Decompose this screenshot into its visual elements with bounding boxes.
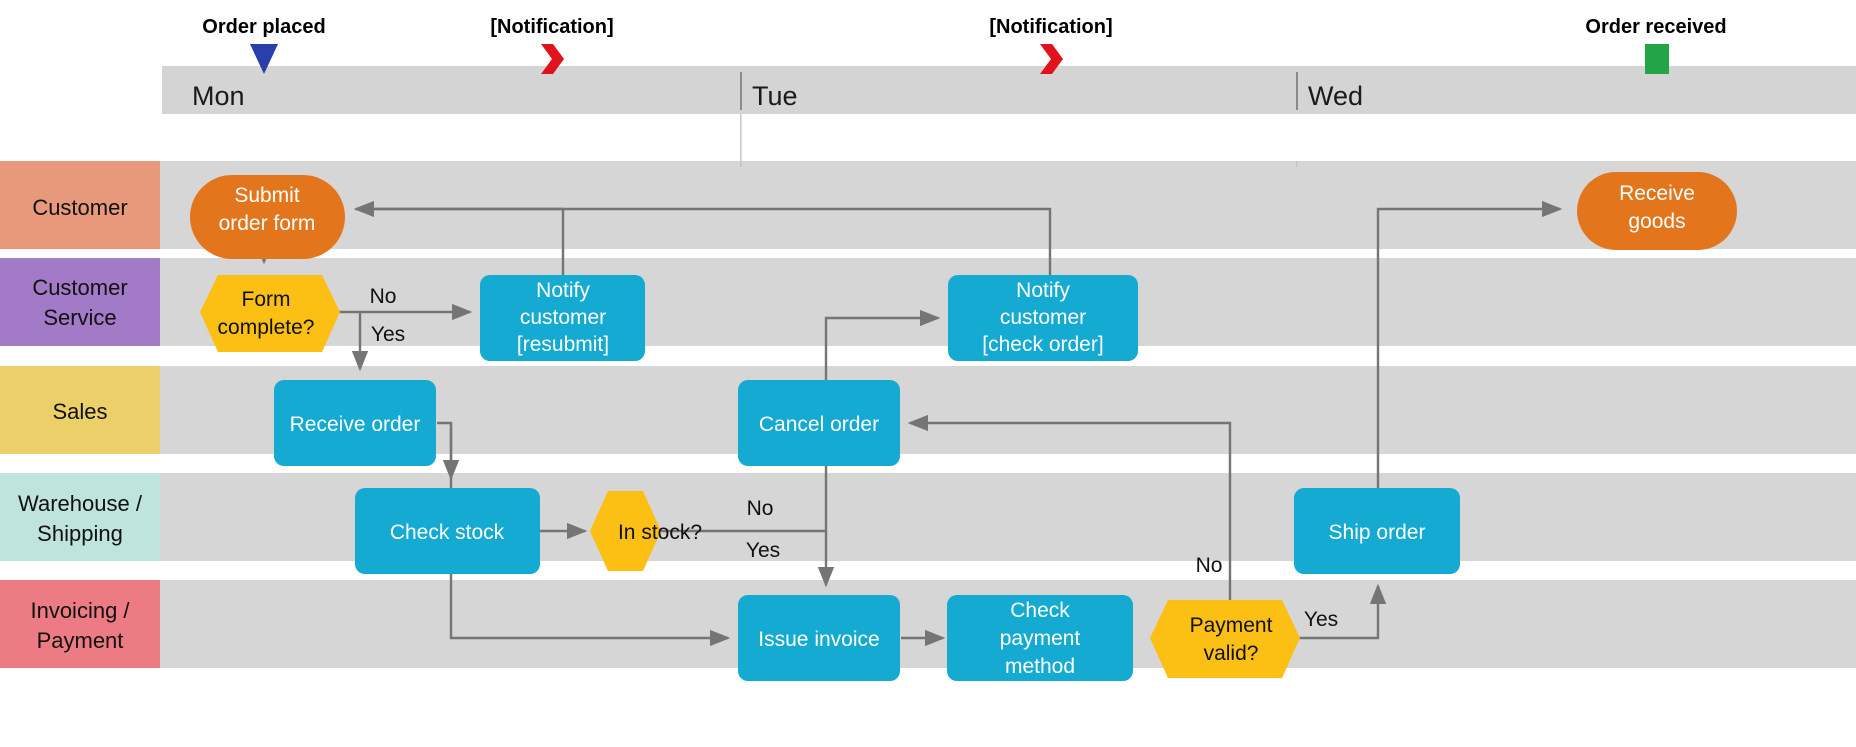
lane-label-warehouse-l1: Warehouse / [18, 491, 143, 516]
node-label-notify-check-order-l3: [check order] [982, 333, 1103, 356]
node-label-form-complete-l2: complete? [218, 316, 315, 339]
node-label-check-payment-l2: payment [1000, 627, 1081, 650]
milestone-label-notification-1: [Notification] [490, 16, 613, 38]
square-marker-icon [1645, 44, 1669, 74]
node-label-submit-order-form-l2: order form [219, 212, 316, 235]
node-label-check-payment-l3: method [1005, 655, 1075, 678]
lane-band-warehouse [0, 473, 1856, 561]
node-cancel-order[interactable]: Cancel order [738, 380, 900, 466]
milestone-notification-2: [Notification] [989, 16, 1113, 74]
lane-header-warehouse [0, 473, 160, 561]
day-guide-tue [740, 161, 742, 167]
edge-check-order-to-submit [356, 207, 1052, 275]
lane-headers: Customer Customer Service Sales Warehous… [0, 161, 160, 668]
node-shape-cancel-order[interactable] [738, 380, 900, 466]
edge-label-payment-valid-yes: Yes [1304, 608, 1338, 631]
lane-label-warehouse-l2: Shipping [37, 521, 123, 546]
timeline-header: Mon Tue Wed [162, 66, 1856, 164]
node-check-stock[interactable]: Check stock [355, 488, 540, 574]
node-label-payment-valid-l1: Payment [1190, 614, 1273, 637]
day-guide-wed [1296, 161, 1298, 167]
node-label-receive-goods-l2: goods [1628, 210, 1685, 233]
edge-label-form-complete-no: No [370, 285, 397, 308]
lane-band-invoicing [0, 580, 1856, 668]
node-label-receive-order: Receive order [290, 413, 421, 436]
node-label-notify-check-order-l1: Notify [1016, 279, 1070, 302]
node-receive-order[interactable]: Receive order [274, 380, 436, 466]
milestone-label-order-placed: Order placed [202, 16, 325, 38]
milestone-order-placed: Order placed [202, 16, 326, 74]
lane-label-customer: Customer [32, 195, 127, 220]
milestone-label-order-received: Order received [1585, 16, 1726, 38]
node-notify-check-order[interactable]: Notify customer [check order] [948, 275, 1138, 361]
node-payment-valid[interactable]: Payment valid? [1150, 600, 1300, 678]
node-label-notify-resubmit-l1: Notify [536, 279, 590, 302]
node-notify-resubmit[interactable]: Notify customer [resubmit] [480, 275, 645, 361]
node-label-check-payment-l1: Check [1010, 599, 1070, 622]
lane-label-invoicing-l2: Payment [37, 628, 124, 653]
edge-label-form-complete-yes: Yes [371, 323, 405, 346]
edge-payment-valid-no [907, 414, 1232, 600]
node-label-issue-invoice: Issue invoice [758, 628, 879, 651]
node-label-ship-order: Ship order [1329, 521, 1426, 544]
milestone-order-received: Order received [1585, 16, 1727, 74]
node-label-cancel-order: Cancel order [759, 413, 879, 436]
timeline-band [162, 66, 1856, 114]
node-ship-order[interactable]: Ship order [1294, 488, 1460, 574]
chevron-right-marker-icon-2 [1040, 44, 1063, 74]
node-shape-check-payment-method[interactable] [947, 595, 1133, 681]
node-label-submit-order-form-l1: Submit [234, 184, 300, 207]
edge-cancel-to-notify-check-order [824, 309, 941, 380]
node-label-form-complete-l1: Form [242, 288, 291, 311]
node-label-notify-check-order-l2: customer [1000, 306, 1086, 329]
node-in-stock[interactable]: In stock? [590, 491, 702, 571]
day-divider-wed [1296, 72, 1298, 110]
node-shape-notify-check-order[interactable] [948, 275, 1138, 361]
milestone-notification-1: [Notification] [490, 16, 614, 74]
day-label-tue: Tue [752, 81, 798, 111]
edge-labels: No Yes No Yes No Yes [370, 285, 1339, 631]
lane-label-customer-service-l1: Customer [32, 275, 127, 300]
node-shape-submit-order-form[interactable] [190, 175, 345, 259]
triangle-down-marker-icon [250, 44, 278, 74]
node-shape-notify-resubmit[interactable] [480, 275, 645, 361]
node-shape-form-complete[interactable] [200, 275, 340, 352]
node-issue-invoice[interactable]: Issue invoice [738, 595, 900, 681]
node-shape-check-stock[interactable] [355, 488, 540, 574]
node-check-payment-method[interactable]: Check payment method [947, 595, 1133, 681]
lane-header-invoicing [0, 580, 160, 668]
node-submit-order-form[interactable]: Submit order form [190, 175, 345, 259]
day-divider-line-tue [740, 114, 742, 164]
day-divider-tue [740, 72, 742, 110]
node-shape-issue-invoice[interactable] [738, 595, 900, 681]
node-receive-goods[interactable]: Receive goods [1577, 172, 1737, 250]
node-shape-receive-order[interactable] [274, 380, 436, 466]
node-label-receive-goods-l1: Receive [1619, 182, 1695, 205]
node-form-complete[interactable]: Form complete? [200, 275, 340, 352]
lane-header-customer-service [0, 258, 160, 346]
chevron-right-marker-icon-1 [541, 44, 564, 74]
node-label-notify-resubmit-l3: [resubmit] [517, 333, 609, 356]
edge-label-payment-valid-no: No [1196, 554, 1223, 577]
edge-ship-order-to-receive-goods [1376, 200, 1563, 490]
node-shape-in-stock[interactable] [590, 491, 661, 571]
node-label-in-stock: In stock? [618, 521, 702, 544]
lane-header-customer [0, 161, 160, 249]
day-label-mon: Mon [192, 81, 245, 111]
node-label-check-stock: Check stock [390, 521, 505, 544]
node-label-payment-valid-l2: valid? [1204, 642, 1259, 665]
lane-label-customer-service-l2: Service [43, 305, 116, 330]
lane-header-sales [0, 366, 160, 454]
milestone-label-notification-2: [Notification] [989, 16, 1112, 38]
node-label-notify-resubmit-l2: customer [520, 306, 606, 329]
edge-label-in-stock-yes: Yes [746, 539, 780, 562]
edge-label-in-stock-no: No [747, 497, 774, 520]
node-shape-payment-valid[interactable] [1150, 600, 1300, 678]
lane-label-invoicing-l1: Invoicing / [30, 598, 130, 623]
day-label-wed: Wed [1308, 81, 1363, 111]
node-shape-ship-order[interactable] [1294, 488, 1460, 574]
node-shape-receive-goods[interactable] [1577, 172, 1737, 250]
lane-label-sales: Sales [52, 399, 107, 424]
